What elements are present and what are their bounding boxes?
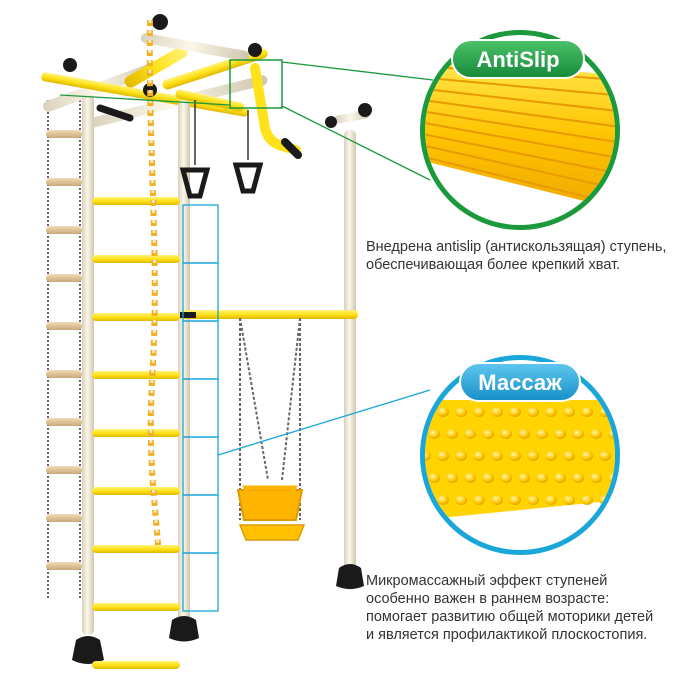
yellow-rung: [92, 197, 180, 205]
wooden-rung: [46, 370, 82, 378]
massage-badge-bg: [459, 362, 581, 402]
massage-caption-line: особенно важен в раннем возрасте:: [366, 591, 610, 607]
rope-ladder: [46, 100, 82, 600]
antislip-caption-line: Внедрена antislip (антискользящая) ступе…: [366, 239, 667, 255]
yellow-rung: [92, 429, 180, 437]
massage-caption-line: Микромассажный эффект ступеней: [366, 573, 608, 589]
massage-caption-line: и является профилактикой плоскостопия.: [366, 627, 648, 643]
top-frame: [41, 14, 302, 159]
massage-badge: Массаж: [478, 370, 562, 395]
wooden-rung: [46, 226, 82, 234]
antislip-caption: Внедрена antislip (антискользящая) ступе…: [366, 238, 666, 274]
wooden-rung: [46, 418, 82, 426]
massage-caption-line: помогает развитию общей моторики детей: [366, 609, 654, 625]
yellow-rung: [92, 545, 180, 553]
antislip-caption-line: обеспечивающая более крепкий хват.: [366, 257, 621, 273]
yellow-rung: [92, 661, 180, 669]
yellow-rung: [92, 313, 180, 321]
antislip-badge: AntiSlip: [476, 47, 559, 72]
wooden-rung: [46, 274, 82, 282]
wooden-rung: [46, 178, 82, 186]
massage-caption: Микромассажный эффект ступеней особенно …: [366, 572, 653, 644]
wooden-rung: [46, 322, 82, 330]
antislip-badge-bg: [451, 39, 585, 79]
yellow-rung: [92, 603, 180, 611]
yellow-rung: [92, 371, 180, 379]
wall-bars-playset-icon: [41, 14, 372, 669]
wooden-rung: [46, 562, 82, 570]
wooden-rung: [46, 466, 82, 474]
yellow-rung: [92, 255, 180, 263]
wooden-rung: [46, 130, 82, 138]
yellow-rung: [92, 487, 180, 495]
wooden-rung: [46, 514, 82, 522]
